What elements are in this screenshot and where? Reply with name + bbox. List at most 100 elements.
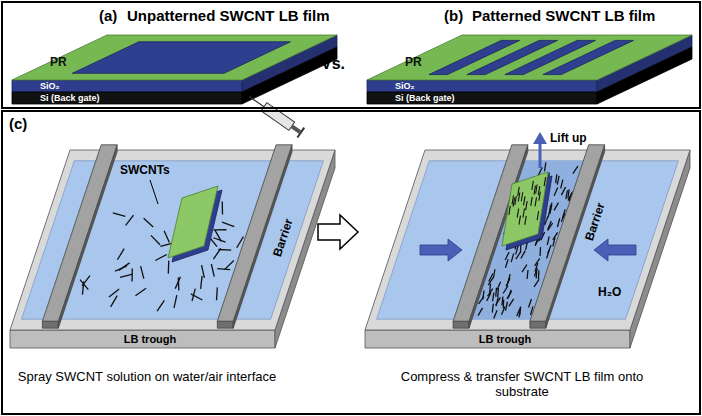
swcnt: [544, 177, 546, 186]
swcnt: [506, 302, 508, 311]
swcnt: [120, 274, 133, 277]
swcnt: [531, 197, 533, 206]
swcnt: [544, 162, 545, 171]
swcnt-film: [72, 42, 290, 74]
water: [377, 161, 679, 319]
substrate: [502, 172, 548, 246]
swcnt: [505, 259, 508, 268]
trough-front: [10, 330, 275, 348]
swcnt: [488, 278, 493, 286]
swcnt: [113, 213, 126, 217]
swcnt: [521, 192, 523, 201]
swcnt: [111, 296, 118, 307]
lb-trough: [10, 92, 335, 348]
swcnt: [535, 197, 537, 206]
part-label: H₂O: [598, 286, 621, 300]
swcnt: [503, 286, 508, 294]
swcnt: [557, 176, 559, 185]
swcnt: [507, 278, 509, 287]
swcnt: [505, 252, 509, 260]
part-label: Barrier: [583, 201, 609, 243]
panel-heading: (c): [9, 115, 27, 132]
layer-label: Si (Back gate): [40, 93, 100, 103]
swcnt: [525, 216, 527, 225]
trough-top: [365, 150, 690, 330]
swcnt: [157, 300, 164, 311]
swcnt: [222, 202, 224, 215]
swcnt: [109, 289, 119, 297]
swcnt: [478, 308, 483, 316]
swcnt: [548, 223, 553, 230]
barrier-front: [217, 321, 233, 328]
panel-heading: Patterned SWCNT LB film: [472, 7, 655, 24]
swcnt: [506, 278, 510, 286]
compress-arrow: [594, 239, 636, 261]
swcnt: [522, 265, 527, 273]
swcnt: [135, 288, 146, 296]
swcnt: [191, 294, 202, 300]
swcnt: [164, 231, 169, 243]
swcnt: [211, 264, 214, 277]
part-label: SWCNTs: [120, 164, 170, 178]
swcnt: [526, 201, 528, 210]
swcnt: [213, 229, 226, 230]
swcnt: [536, 270, 538, 279]
swcnt: [534, 279, 539, 286]
swcnt: [517, 209, 519, 218]
swcnt: [539, 247, 541, 256]
swcnt: [493, 269, 495, 278]
swcnt: [131, 268, 132, 281]
swcnt: [573, 166, 578, 173]
swcnt: [82, 282, 83, 295]
swcnt: [483, 291, 484, 300]
swcnt: [548, 209, 550, 218]
swcnt: [497, 288, 499, 297]
swcnt: [556, 174, 557, 183]
swcnt: [524, 196, 526, 205]
barrier-front: [453, 321, 469, 328]
swcnt: [539, 192, 541, 201]
swcnt: [518, 193, 520, 202]
swcnt: [566, 190, 568, 199]
part-label: LB trough: [124, 333, 177, 346]
swcnt: [80, 280, 88, 290]
swcnt: [144, 218, 154, 227]
swcnt: [523, 208, 525, 217]
photoresist: [367, 35, 692, 80]
swcnt: [217, 268, 230, 270]
swcnt: [168, 261, 170, 274]
substrate: [367, 35, 692, 104]
swcnt: [492, 304, 493, 313]
part-label: Lift up: [550, 132, 587, 146]
photoresist: [12, 35, 337, 80]
panel-heading: (a): [99, 7, 117, 24]
swcnt: [511, 253, 513, 262]
swcnt: [561, 180, 563, 189]
swcnt: [202, 265, 205, 278]
swcnt: [521, 251, 525, 259]
swcnt: [538, 270, 540, 279]
swcnt: [548, 245, 551, 253]
syringe-needle: [249, 96, 264, 106]
swcnt: [151, 235, 160, 244]
swcnt: [213, 238, 225, 242]
si-layer: [367, 92, 597, 104]
syringe: [246, 92, 305, 139]
swcnt: [553, 238, 555, 247]
swcnt: [509, 299, 514, 307]
layer-label: SiO₂: [40, 81, 60, 91]
panel-heading: (b): [444, 7, 463, 24]
part-label: Barrier: [271, 217, 297, 259]
swcnt: [519, 216, 521, 225]
trough-front: [365, 330, 630, 348]
layer-label: PR: [50, 56, 67, 70]
layer-label: SiO₂: [395, 81, 415, 91]
swcnt: [489, 284, 491, 293]
lift-arrowhead: [533, 132, 547, 144]
swcnt: [561, 187, 565, 195]
compress-arrow: [420, 239, 462, 261]
barrier: [42, 145, 117, 321]
panel-caption: Compress & transfer SWCNT LB film onto s…: [387, 370, 657, 400]
panel-frame: (c)Spray SWCNT solution on water/air int…: [1, 110, 701, 415]
syringe-barrel: [261, 103, 295, 131]
